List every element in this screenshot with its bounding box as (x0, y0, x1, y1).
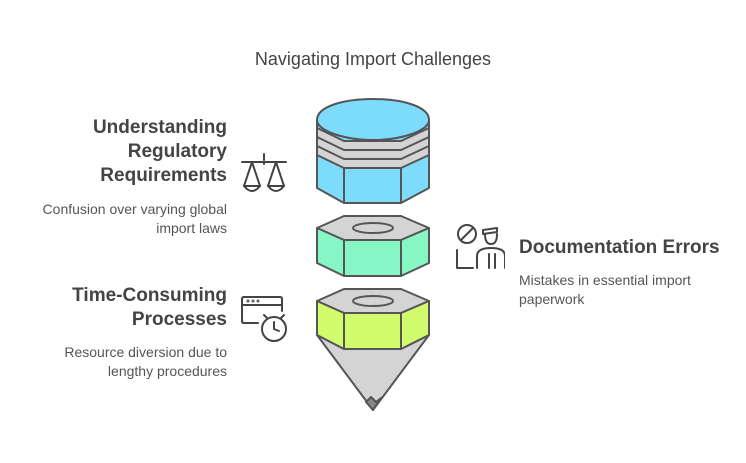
balance-scale-icon (241, 153, 287, 192)
desc-time: Resource diversion due to lengthy proced… (20, 343, 227, 381)
heading-line: Documentation Errors (519, 237, 720, 258)
desc-documentation: Mistakes in essential import paperwork (519, 271, 739, 309)
heading-regulatory: Understanding Regulatory Requirements (60, 116, 227, 188)
desc-line: import laws (156, 220, 227, 236)
segment-time (316, 288, 430, 411)
desc-line: Mistakes in essential import (519, 272, 691, 288)
calendar-clock-icon (241, 296, 287, 342)
desc-line: lengthy procedures (107, 363, 227, 379)
heading-line: Regulatory (127, 141, 227, 162)
heading-line: Requirements (100, 165, 227, 186)
officer-prohibited-icon (456, 224, 505, 269)
desc-regulatory: Confusion over varying global import law… (10, 200, 227, 238)
desc-line: paperwork (519, 291, 585, 307)
heading-time: Time-Consuming Processes (40, 284, 227, 332)
heading-line: Time-Consuming (72, 285, 227, 306)
desc-line: Confusion over varying global (42, 201, 227, 217)
heading-documentation: Documentation Errors (519, 236, 739, 260)
desc-line: Resource diversion due to (64, 344, 227, 360)
heading-line: Processes (131, 309, 227, 330)
diagram-title: Navigating Import Challenges (254, 49, 492, 69)
heading-line: Understanding (92, 117, 227, 138)
segment-regulatory (316, 98, 430, 204)
segment-documentation (316, 215, 430, 277)
